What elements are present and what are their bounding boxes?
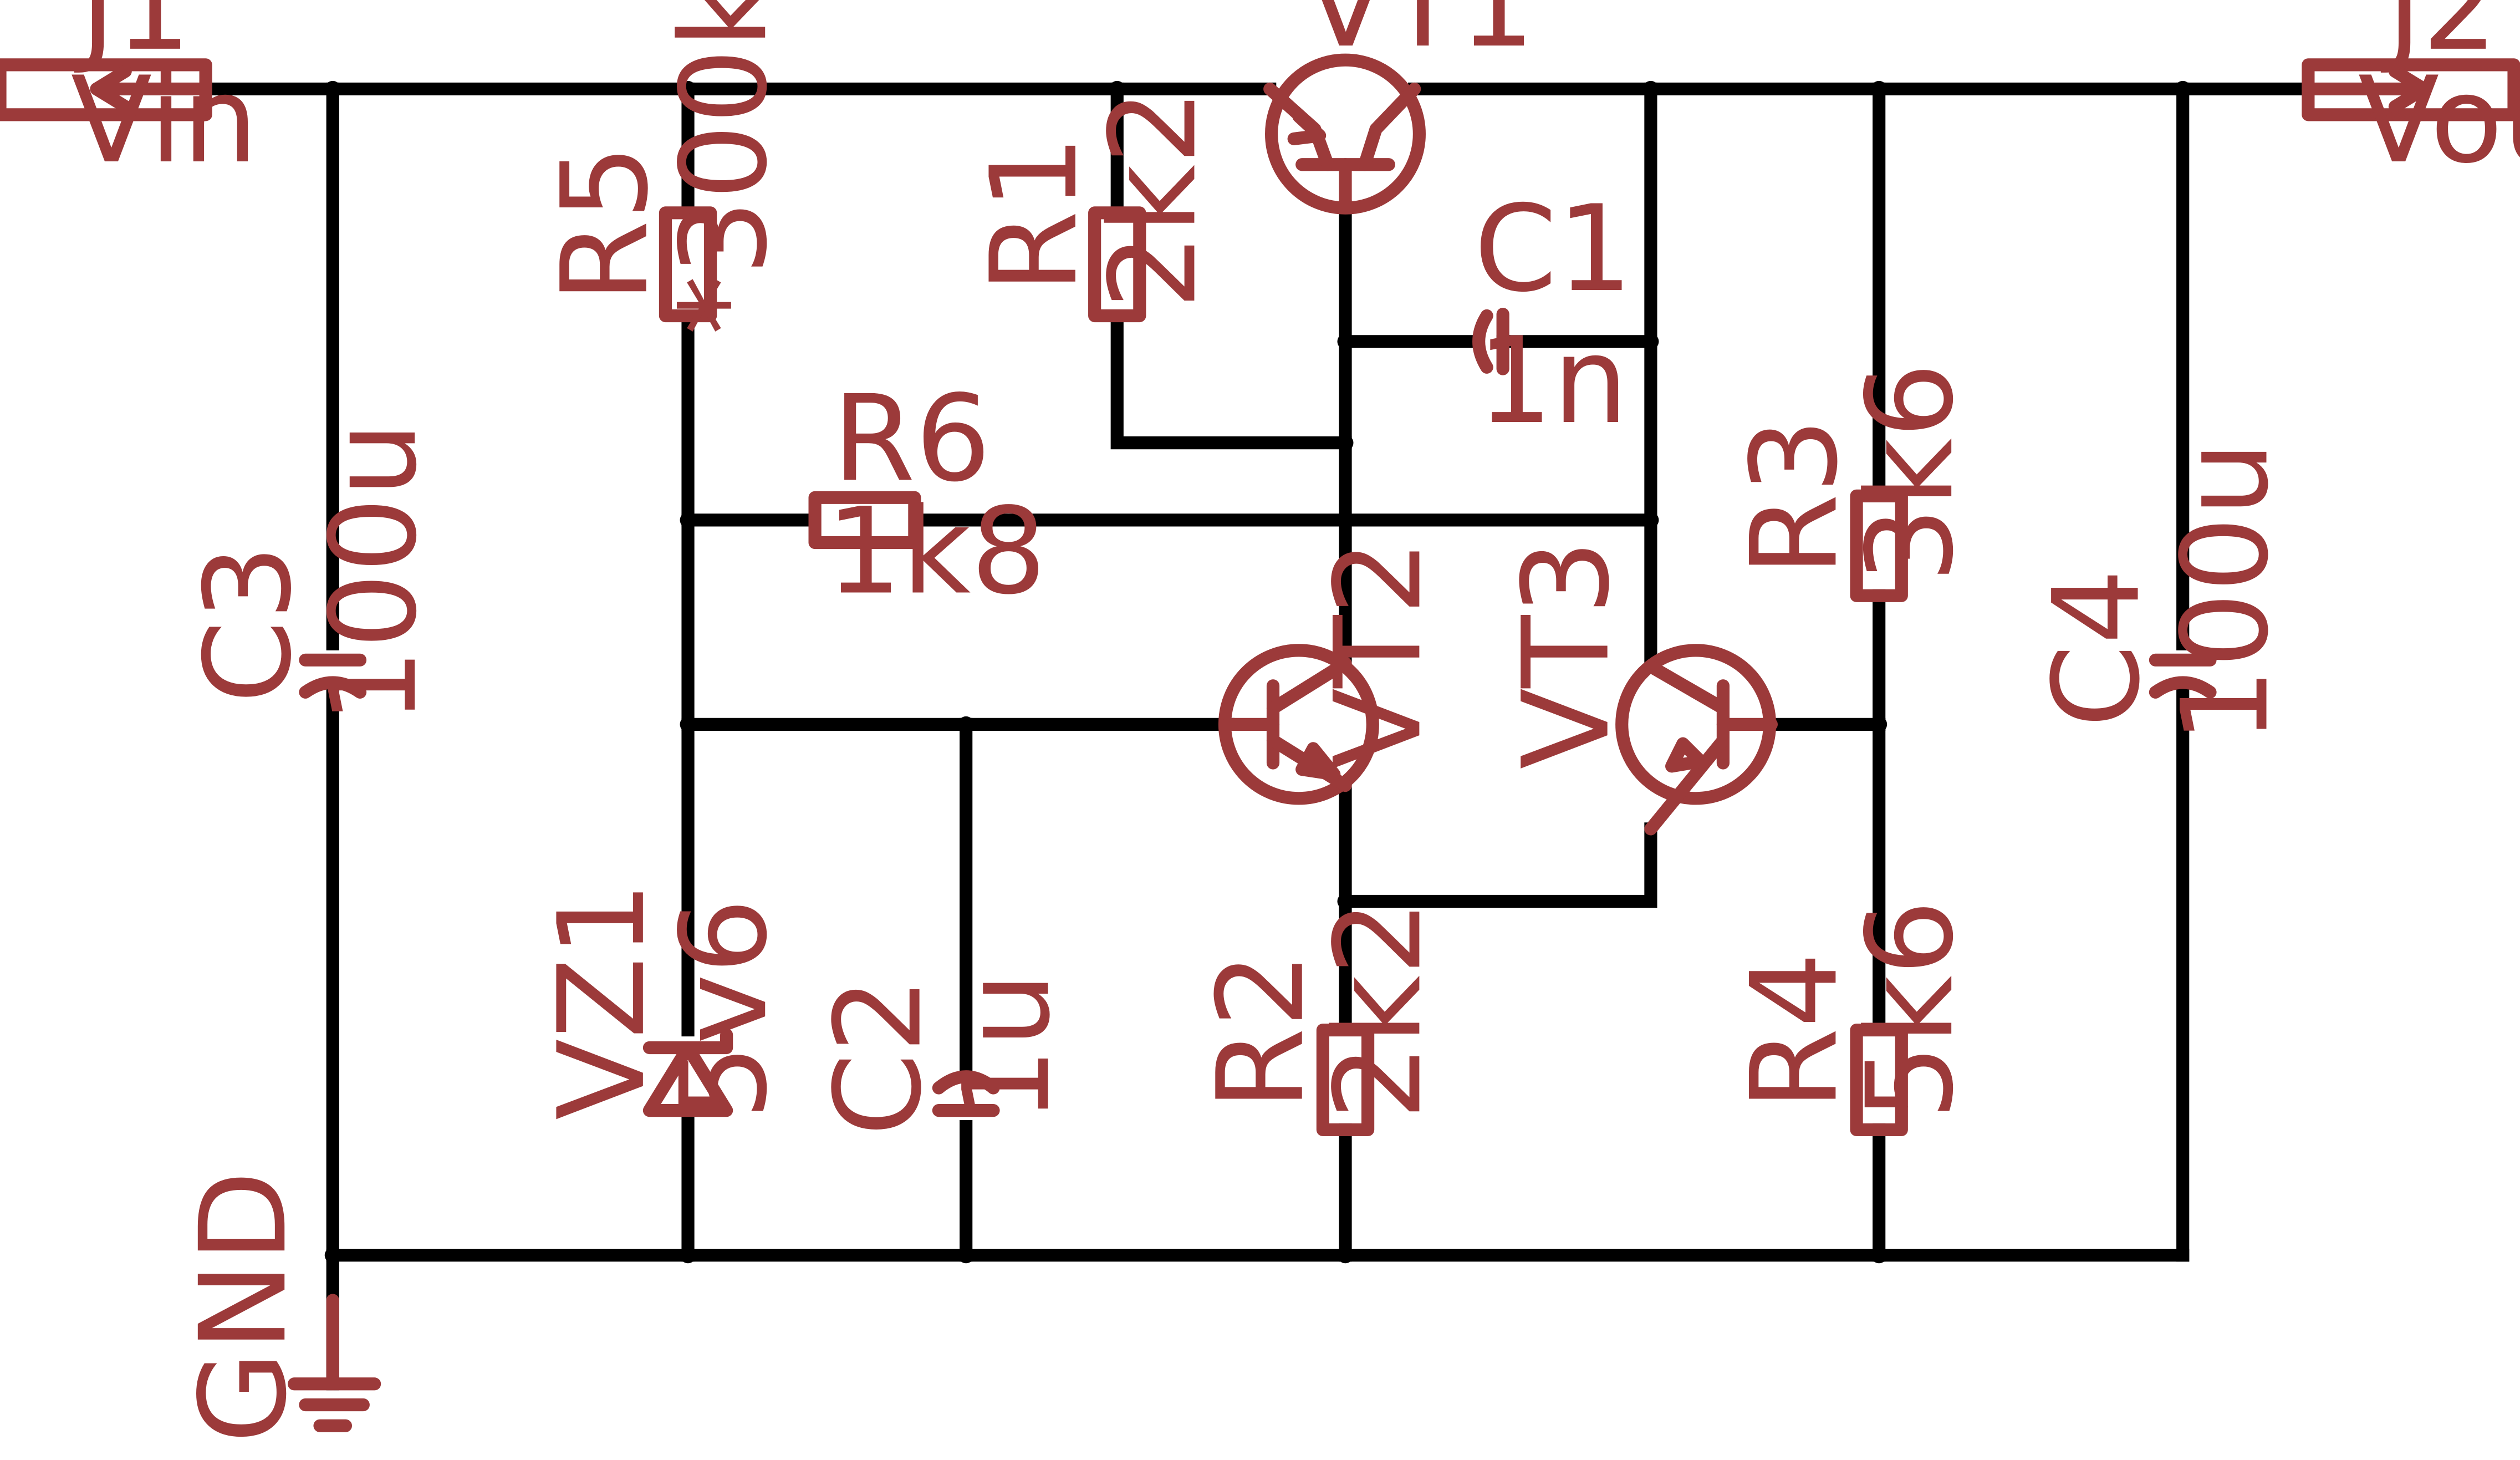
connector-j1-ref: J1 <box>74 0 191 77</box>
resistor-r3-ref: R3 <box>1725 418 1864 577</box>
zener-vz1-value: 5v6 <box>655 898 793 1120</box>
resistor-r6-value: 1k8 <box>826 482 1046 620</box>
wires <box>199 82 2315 1391</box>
junction-dots <box>324 80 2191 1264</box>
resistor-r3-value: 3k6 <box>1841 363 1980 583</box>
transistor-vt1: VT1 <box>1263 0 1535 215</box>
capacitor-c2: C2 1u <box>809 972 1077 1136</box>
ground-symbol: GND <box>174 1171 381 1443</box>
resistor-r6: R6 1k8 <box>808 369 1047 620</box>
zener-vz1-ref: VZ1 <box>533 882 671 1120</box>
transistor-vt2-ref: VT2 <box>1309 540 1447 770</box>
capacitor-c4: C4 100u <box>2028 441 2295 744</box>
transistor-vt2: VT2 <box>1218 540 1447 805</box>
connector-j1: J1 Vin <box>0 0 258 190</box>
resistor-r5: R5 *300k <box>536 0 794 335</box>
capacitor-c4-value: 100u <box>2156 441 2295 744</box>
transistor-vt3-ref: VT3 <box>1497 540 1636 770</box>
capacitor-c2-value: 1u <box>938 972 1077 1123</box>
resistor-r1-value: 2k2 <box>1084 89 1222 309</box>
resistor-r3: R3 3k6 <box>1725 363 1980 602</box>
resistor-r2-value: 2k2 <box>1309 900 1447 1120</box>
resistor-r1-ref: R1 <box>965 135 1104 293</box>
resistor-r1: R1 2k2 <box>965 89 1222 323</box>
capacitor-c1-value: 1n <box>1477 312 1628 450</box>
capacitor-c2-ref: C2 <box>809 978 948 1136</box>
zener-vz1: VZ1 5v6 <box>533 882 793 1120</box>
resistor-r2: R2 2k2 <box>1192 900 1447 1137</box>
connector-j2-ref: J2 <box>2380 0 2498 77</box>
capacitor-c1-ref: C1 <box>1474 180 1633 318</box>
connector-j2: J2 Vout <box>2302 0 2520 190</box>
transistor-vt1-ref: VT1 <box>1305 0 1535 74</box>
ground-label: GND <box>174 1171 313 1443</box>
resistor-r4: R4 5k6 <box>1725 900 1980 1137</box>
resistor-r5-value: *300k <box>655 0 793 335</box>
capacitor-c3: C3 100u <box>179 422 443 725</box>
capacitor-c4-ref: C4 <box>2028 569 2166 728</box>
resistor-r4-value: 5k6 <box>1841 900 1980 1120</box>
capacitor-c1: C1 1n <box>1472 180 1633 450</box>
capacitor-c3-value: 100u <box>304 422 443 725</box>
connector-j2-label: Vout <box>2358 51 2520 190</box>
resistor-r5-ref: R5 <box>536 145 675 303</box>
transistor-vt3: VT3 <box>1497 540 1778 836</box>
resistor-r2-ref: R2 <box>1192 952 1330 1111</box>
resistor-r6-ref: R6 <box>833 369 991 508</box>
capacitor-c3-ref: C3 <box>179 545 318 703</box>
resistor-r4-ref: R4 <box>1725 952 1864 1111</box>
connector-j1-label: Vin <box>71 51 258 190</box>
